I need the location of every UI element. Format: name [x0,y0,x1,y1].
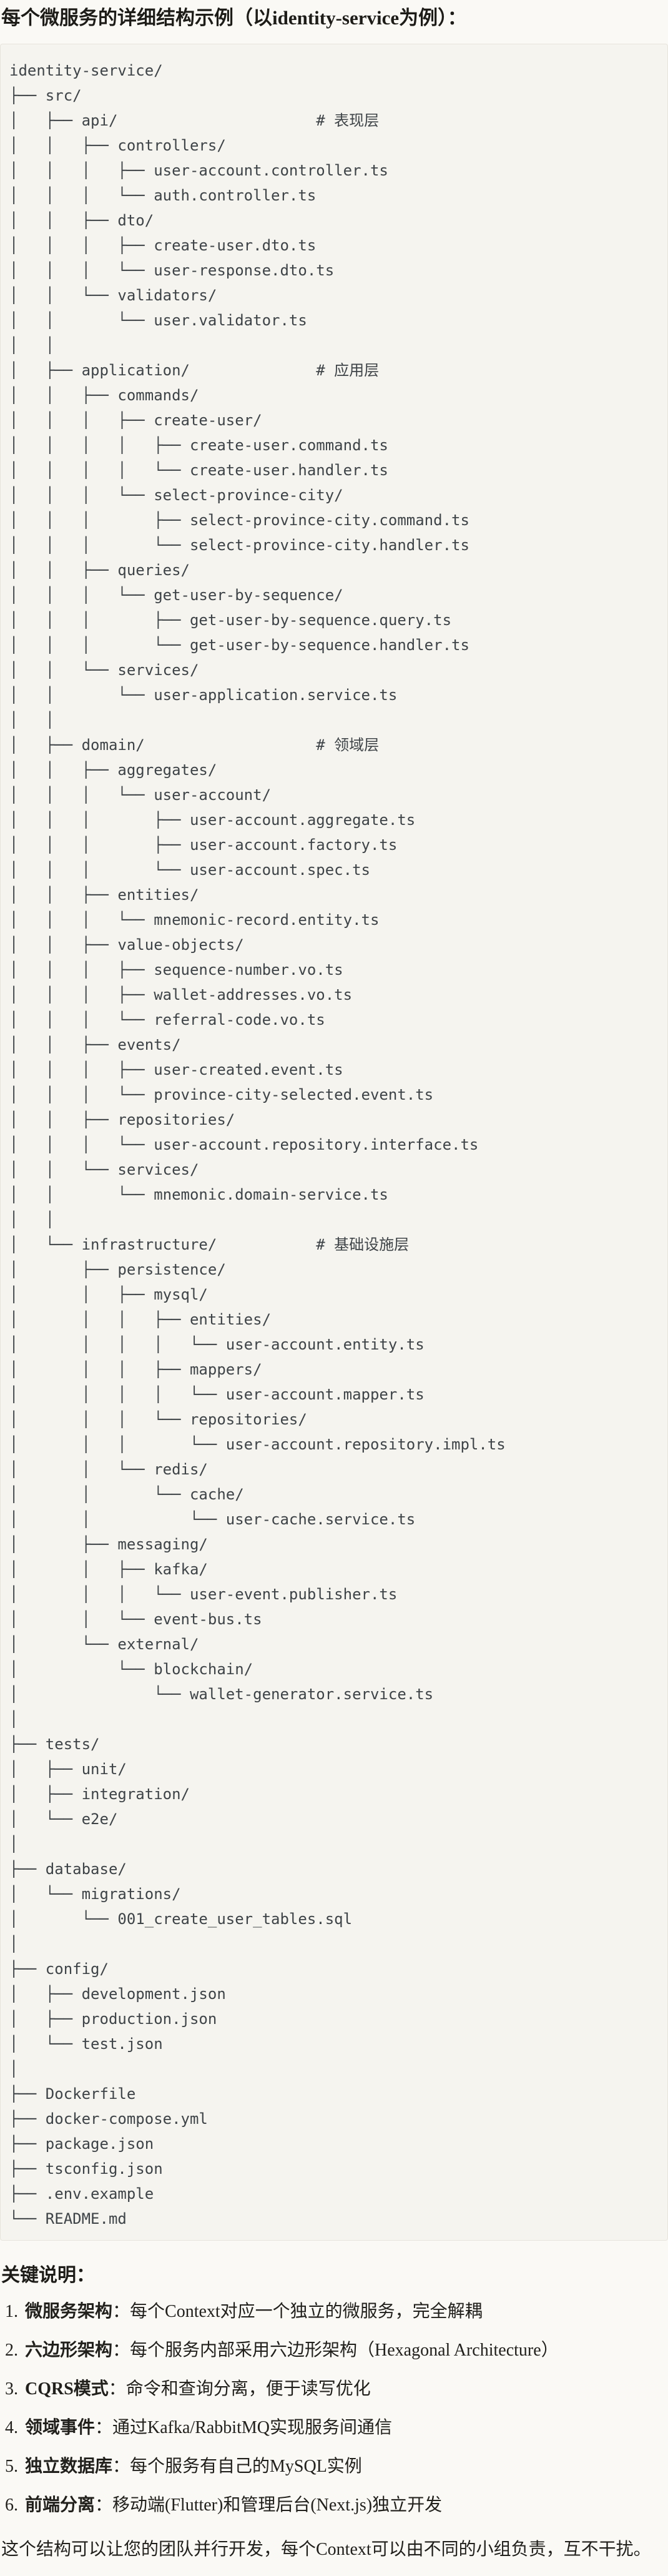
keynote-desc: ：通过Kafka/RabbitMQ实现服务间通信 [95,2417,392,2437]
document: 每个微服务的详细结构示例（以identity-service为例）： ident… [0,5,668,2561]
file-tree: identity-service/ ├── src/ │ ├── api/ # … [9,61,506,2228]
keynotes-heading: 关键说明： [1,2264,95,2286]
keynote-item-independent-db: 5. 独立数据库：每个服务有自己的MySQL实例 [5,2455,667,2477]
keynote-desc: ：命令和查询分离，便于读写优化 [108,2379,371,2399]
keynote-number: 4. [5,2417,18,2437]
keynote-desc: ：移动端(Flutter)和管理后台(Next.js)独立开发 [95,2495,443,2515]
keynote-item-cqrs: 3. CQRS模式：命令和查询分离，便于读写优化 [5,2378,667,2400]
closing-paragraph: 这个结构可以让您的团队并行开发，每个Context可以由不同的小组负责，互不干扰… [1,2539,651,2559]
keynote-term: CQRS模式 [25,2379,109,2399]
keynote-number: 2. [5,2340,18,2360]
keynote-number: 1. [5,2301,18,2321]
keynote-item-frontend-split: 6. 前端分离：移动端(Flutter)和管理后台(Next.js)独立开发 [5,2494,667,2516]
keynote-item-microservices: 1. 微服务架构：每个Context对应一个独立的微服务，完全解耦 [5,2301,667,2322]
keynote-desc: ：每个服务有自己的MySQL实例 [112,2456,362,2476]
keynotes-list: 1. 微服务架构：每个Context对应一个独立的微服务，完全解耦 2. 六边形架构… [0,2301,668,2516]
keynote-term: 六边形架构 [25,2340,113,2360]
keynote-term: 微服务架构 [25,2301,113,2321]
keynote-term: 前端分离 [25,2495,96,2515]
keynote-term: 领域事件 [25,2417,96,2437]
keynote-number: 3. [5,2379,18,2399]
keynote-term: 独立数据库 [25,2456,113,2476]
page-title: 每个微服务的详细结构示例（以identity-service为例）： [1,7,467,29]
keynote-number: 6. [5,2495,18,2515]
keynote-item-domain-events: 4. 领域事件：通过Kafka/RabbitMQ实现服务间通信 [5,2417,667,2439]
keynote-item-hexagonal: 2. 六边形架构：每个服务内部采用六边形架构（Hexagonal Architec… [5,2339,667,2361]
keynote-desc: ：每个Context对应一个独立的微服务，完全解耦 [112,2301,483,2321]
keynote-desc: ：每个服务内部采用六边形架构（Hexagonal Architecture） [112,2340,559,2360]
code-block: identity-service/ ├── src/ │ ├── api/ # … [0,43,668,2241]
keynote-number: 5. [5,2456,18,2476]
